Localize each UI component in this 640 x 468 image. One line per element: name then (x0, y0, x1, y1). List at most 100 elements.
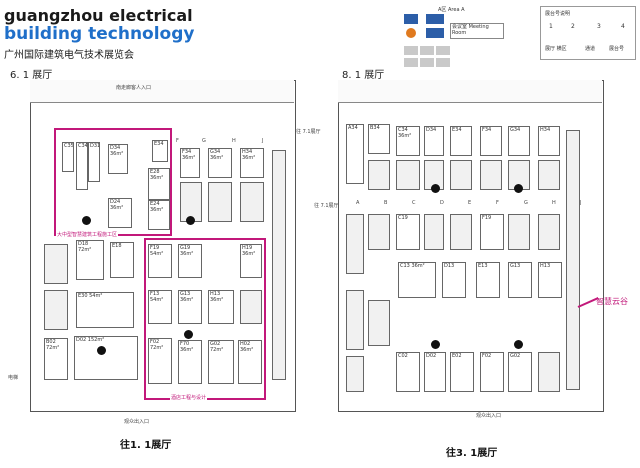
legend-area-a-text: A区 Area A (438, 7, 465, 13)
booth-left-block (240, 290, 262, 324)
hall-right-to-hall: 往3. 1展厅 (446, 448, 498, 459)
booth-right-B34[interactable]: B34 (368, 124, 390, 154)
booth-left-G19[interactable]: G19 36m² (178, 244, 202, 278)
booth-right-E02[interactable]: E02 (450, 352, 474, 392)
booth-right-C19[interactable]: C19 (396, 214, 420, 250)
booth-left-C35[interactable]: C35 (62, 142, 74, 172)
brand-chinese: 广州国际建筑电气技术展览会 (4, 50, 134, 61)
booth-right-F34[interactable]: F34 (480, 126, 502, 156)
booth-right-H34[interactable]: H34 (538, 126, 560, 156)
legend-booth-no: 展台号 (609, 46, 625, 52)
hall-right-col-D: D (440, 200, 444, 206)
hall-right-col-J: J (580, 200, 582, 206)
booth-right-D02[interactable]: D02 (424, 352, 446, 392)
booth-left-H13[interactable]: H13 36m² (208, 290, 234, 324)
booth-left-F70[interactable]: F70 36m² (178, 340, 202, 384)
hall-left-col-F: F (176, 138, 179, 144)
booth-left-B02[interactable]: B02 72m² (44, 338, 68, 380)
pillar (431, 340, 440, 349)
booth-left-G34[interactable]: G34 36m² (208, 148, 232, 178)
booth-left-F02[interactable]: F02 72m² (148, 338, 172, 384)
booth-left-C34[interactable]: C34 (76, 142, 88, 190)
booth-right-C34[interactable]: C34 36m² (396, 126, 420, 156)
hall-left-title: 6. 1 展厅 (10, 70, 53, 81)
legend-gray-tile-4 (404, 58, 418, 67)
booth-right-block (396, 160, 420, 190)
booth-left-G13[interactable]: G13 36m² (178, 290, 202, 324)
booth-right-block (480, 160, 502, 190)
booth-left-D18[interactable]: D18 72m² (76, 240, 104, 280)
brand-line-1: guangzhou electrical (4, 6, 193, 25)
hall-right-col-H: H (552, 200, 556, 206)
booth-left-D31[interactable]: D31 (88, 142, 100, 182)
cloud-booth-label: 智慧云谷 (596, 297, 628, 306)
booth-right-block (538, 214, 560, 250)
booth-right-D34[interactable]: D34 (424, 126, 444, 156)
booth-left-D02[interactable]: D02 152m² (74, 336, 138, 380)
booth-right-block (450, 160, 472, 190)
hall-right-top-strip (338, 80, 602, 103)
booth-left-block (44, 244, 68, 284)
booth-right-E34[interactable]: E34 (450, 126, 472, 156)
booth-left-F34[interactable]: F34 36m² (180, 148, 200, 178)
pink-zone-hotel-label: 酒店工程与设计 (170, 394, 208, 401)
booth-right-G13[interactable]: G13 (508, 262, 532, 298)
legend-num2: 2 (571, 23, 575, 30)
connector-label-mid: 往 7.1展厅 (314, 203, 339, 209)
booth-right-H13[interactable]: H13 (538, 262, 562, 298)
legend-gray-tile-1 (404, 46, 418, 55)
pillar (97, 346, 106, 355)
booth-left-D34[interactable]: D34 36m² (108, 144, 128, 174)
booth-left-block (208, 182, 232, 222)
booth-right-E13[interactable]: E13 (476, 262, 500, 298)
legend-meeting-room: 会议室 Meeting Room (450, 23, 504, 39)
legend-orange-dot (406, 28, 416, 38)
legend-gray-tile-3 (436, 46, 450, 55)
booth-left-E28[interactable]: E28 36m² (148, 168, 170, 200)
booth-left-E18[interactable]: E18 (110, 242, 134, 278)
hall-right-col-B: B (384, 200, 388, 206)
booth-right-block (346, 356, 364, 392)
pillar (514, 184, 523, 193)
legend-aisle-label: 通道 (585, 46, 596, 52)
legend-gray-tile-6 (436, 58, 450, 67)
booth-left-F13[interactable]: F13 54m² (148, 290, 172, 324)
pillar (186, 216, 195, 225)
legend-booth-sign: 展台号说明 (545, 11, 571, 17)
booth-right-block (368, 160, 390, 190)
booth-left-block (240, 182, 264, 222)
booth-right-D13[interactable]: D13 (442, 262, 466, 298)
booth-right-G02[interactable]: G02 (508, 352, 532, 392)
booth-right-block (450, 214, 472, 250)
legend-num4: 4 (621, 23, 625, 30)
hall-left-top-strip (30, 80, 294, 103)
hall-right-bottom-entrance: 观众出入口 (476, 413, 502, 419)
booth-right-A34[interactable]: A34 (346, 124, 364, 184)
booth-left-E34[interactable]: E34 (152, 140, 168, 162)
booth-left-E30[interactable]: E30 54m² (76, 292, 134, 328)
legend-blue-tile-3 (426, 28, 444, 38)
booth-right-block (368, 214, 390, 250)
booth-left-H19[interactable]: H19 36m² (240, 244, 262, 278)
booth-left-F19[interactable]: F19 54m² (148, 244, 172, 278)
hall-left-col-J: J (262, 138, 264, 144)
hall-right-col-F: F (496, 200, 499, 206)
booth-right-C02[interactable]: C02 (396, 352, 420, 392)
booth-left-D24[interactable]: D24 36m² (108, 198, 132, 228)
booth-left-G02[interactable]: G02 72m² (208, 340, 234, 384)
legend-area-diagram: A区 Area A 会议室 Meeting Room (404, 6, 522, 72)
booth-left-E24[interactable]: E24 36m² (148, 200, 170, 230)
booth-right-G34[interactable]: G34 (508, 126, 530, 156)
booth-left-H02[interactable]: H02 36m² (238, 340, 262, 384)
legend-gray-tile-2 (420, 46, 434, 55)
booth-right-block (424, 214, 444, 250)
hall-left-side-label: 电梯 (8, 375, 19, 381)
booth-right-F19[interactable]: F19 (480, 214, 504, 250)
booth-left-H34[interactable]: H34 36m² (240, 148, 264, 178)
booth-right-F02[interactable]: F02 (480, 352, 504, 392)
hall-left-bottom-entrance: 观众出入口 (124, 419, 150, 425)
booth-right-C13[interactable]: C13 36m² (398, 262, 436, 298)
hall-right-title: 8. 1 展厅 (342, 70, 385, 81)
hall-left-col-H: H (232, 138, 236, 144)
booth-right-block (346, 290, 364, 350)
